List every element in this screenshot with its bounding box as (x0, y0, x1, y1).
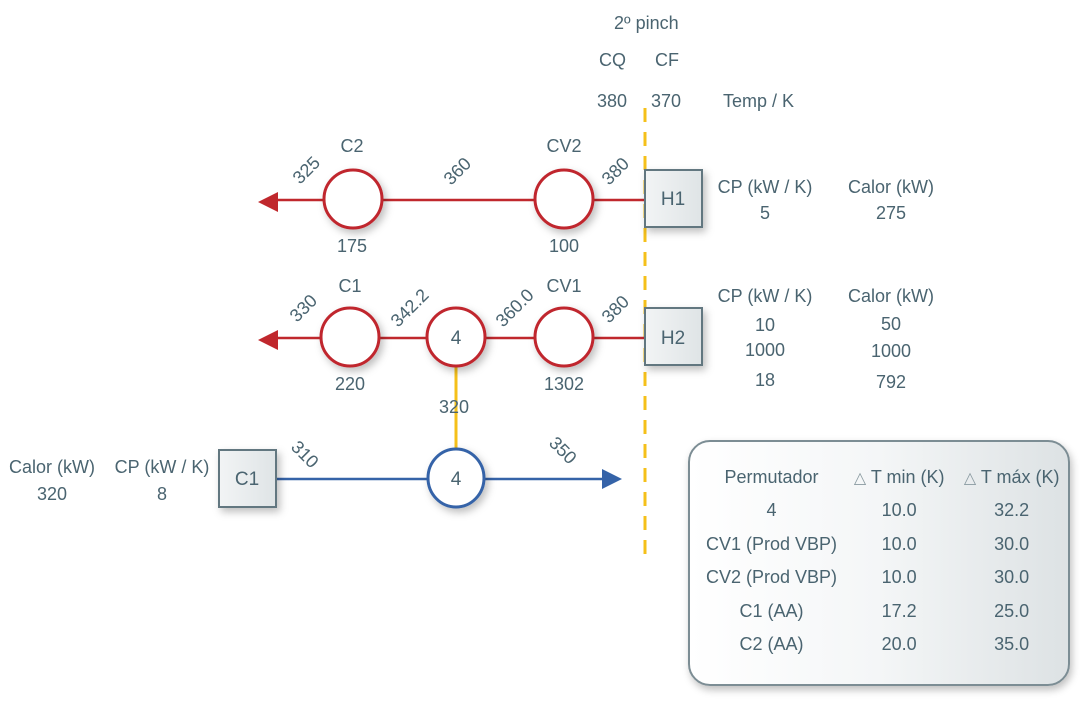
table-row: CV1 (Prod VBP) 10.0 30.0 (700, 528, 1068, 562)
c1-cp-header: CP (kW / K) (115, 457, 210, 477)
stream-box-h2[interactable] (644, 307, 703, 366)
cell-dt-min: 10.0 (881, 533, 917, 554)
cell-dt-min: 10.0 (881, 567, 917, 588)
cell-dt-max: 35.0 (994, 634, 1030, 655)
stream-h2: 4 H2 C1 220 CV1 1302 320 330 342.2 360.0… (258, 276, 934, 450)
exchanger-4-hot[interactable] (425, 306, 487, 368)
h2-calor-value-1: 50 (881, 314, 901, 334)
h2-temp-in: 380 (598, 291, 633, 326)
temp-cf-value: 370 (651, 91, 681, 111)
stream-box-h1[interactable] (644, 169, 703, 228)
h2-temp-out: 330 (286, 290, 321, 325)
exchanger-cv2[interactable] (533, 168, 595, 230)
cq-label: CQ (599, 50, 626, 70)
h1-temp-in: 380 (598, 153, 633, 188)
temp-cq-value: 380 (597, 91, 627, 111)
stream-box-c1[interactable] (218, 449, 277, 508)
h2-calor-value-3: 792 (876, 372, 906, 392)
h2-temp-after-4: 342.2 (387, 285, 433, 331)
c1-arrow-icon (602, 469, 622, 489)
exchanger-summary-table: Permutador △ T min (K) △ T máx (K) 4 10.… (700, 460, 1068, 662)
delta-icon: △ (853, 469, 867, 487)
table-header-row: Permutador △ T min (K) △ T máx (K) (700, 460, 1068, 494)
h2-cp-header: CP (kW / K) (718, 286, 813, 306)
h1-label: H1 (661, 189, 685, 210)
header-permutador: Permutador (724, 466, 819, 487)
h2-calor-value-2: 1000 (871, 341, 911, 361)
table-row: C1 (AA) 17.2 25.0 (700, 595, 1068, 629)
h2-arrow-icon (258, 330, 278, 350)
cell-permutador: C2 (AA) (739, 634, 804, 655)
delta-icon: △ (963, 469, 977, 487)
h2-cp-value-3: 18 (755, 370, 775, 390)
table-row: 4 10.0 32.2 (700, 494, 1068, 528)
header-dt-max: △ T máx (K) (955, 460, 1068, 494)
h2-cp-value-2: 1000 (745, 340, 785, 360)
exchanger-4-cold[interactable] (426, 447, 486, 509)
cell-dt-min: 17.2 (881, 600, 917, 621)
c1-name: C1 (338, 276, 361, 296)
h1-temp-out: 325 (289, 152, 324, 187)
cv1-name: CV1 (546, 276, 581, 296)
table-row: C2 (AA) 20.0 35.0 (700, 628, 1068, 662)
header-dt-min-label: T min (K) (870, 466, 945, 487)
h1-cp-header: CP (kW / K) (718, 177, 813, 197)
h1-temp-mid: 360 (440, 153, 475, 188)
c1-duty: 220 (335, 374, 365, 394)
pinch-label: 2º pinch (614, 13, 679, 33)
stream-c1: 4 C1 310 350 CP (kW / K) Calor (kW) 8 32… (9, 433, 622, 509)
h2-label: H2 (661, 328, 685, 349)
exchanger-c1[interactable] (319, 306, 381, 368)
cell-permutador: 4 (766, 500, 777, 521)
c1-label: C1 (235, 469, 259, 490)
c2-duty: 175 (337, 236, 367, 256)
exchanger-4-hot-label: 4 (451, 328, 462, 349)
cell-dt-max: 30.0 (994, 567, 1030, 588)
table-row: CV2 (Prod VBP) 10.0 30.0 (700, 561, 1068, 595)
h1-calor-header: Calor (kW) (848, 177, 934, 197)
exchanger-4-duty: 320 (439, 397, 469, 417)
header-dt-min: △ T min (K) (843, 460, 955, 494)
exchanger-summary-panel: Permutador △ T min (K) △ T máx (K) 4 10.… (688, 440, 1070, 686)
cell-dt-min: 10.0 (881, 500, 917, 521)
header-dt-max-label: T máx (K) (980, 466, 1060, 487)
temp-unit-label: Temp / K (723, 91, 794, 111)
exchanger-cv1[interactable] (533, 306, 595, 368)
h2-calor-header: Calor (kW) (848, 286, 934, 306)
cf-label: CF (655, 50, 679, 70)
cv2-name: CV2 (546, 136, 581, 156)
exchanger-c2[interactable] (322, 168, 384, 230)
h1-cp-value: 5 (760, 203, 770, 223)
cv1-duty: 1302 (544, 374, 584, 394)
c1-cp-value: 8 (157, 484, 167, 504)
cell-dt-max: 32.2 (994, 500, 1030, 521)
cell-permutador: CV1 (Prod VBP) (706, 533, 838, 554)
c1-temp-out: 350 (545, 433, 580, 468)
h1-calor-value: 275 (876, 203, 906, 223)
c2-name: C2 (340, 136, 363, 156)
cv2-duty: 100 (549, 236, 579, 256)
h1-arrow-icon (258, 192, 278, 212)
cell-permutador: C1 (AA) (739, 600, 804, 621)
cell-dt-max: 30.0 (994, 533, 1030, 554)
cell-dt-max: 25.0 (994, 600, 1030, 621)
c1-calor-header: Calor (kW) (9, 457, 95, 477)
c1-temp-in: 310 (287, 437, 322, 472)
c1-calor-value: 320 (37, 484, 67, 504)
exchanger-4-cold-label: 4 (451, 469, 462, 490)
cell-dt-min: 20.0 (881, 634, 917, 655)
stream-h1: H1 C2 175 CV2 100 325 360 380 CP (kW / K… (258, 136, 934, 256)
cell-permutador: CV2 (Prod VBP) (706, 567, 838, 588)
h2-temp-after-cv1: 360.0 (492, 285, 538, 331)
h2-cp-value-1: 10 (755, 315, 775, 335)
